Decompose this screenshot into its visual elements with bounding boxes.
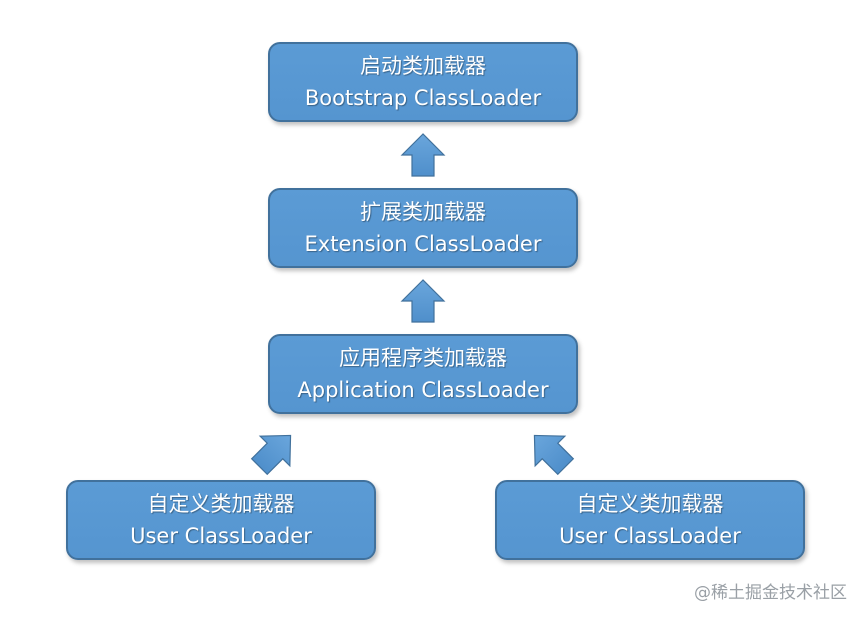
user-classloader-node-right: 自定义类加载器 User ClassLoader (495, 480, 805, 560)
user-left-node-subtitle: User ClassLoader (130, 524, 312, 548)
bootstrap-classloader-node: 启动类加载器 Bootstrap ClassLoader (268, 42, 578, 122)
arrow-user-left-to-application (250, 434, 292, 476)
user-classloader-node-left: 自定义类加载器 User ClassLoader (66, 480, 376, 560)
bootstrap-node-title: 启动类加载器 (360, 54, 486, 78)
extension-node-title: 扩展类加载器 (360, 200, 486, 224)
application-classloader-node: 应用程序类加载器 Application ClassLoader (268, 334, 578, 414)
bootstrap-node-subtitle: Bootstrap ClassLoader (304, 86, 542, 110)
user-left-node-title: 自定义类加载器 (147, 492, 295, 516)
arrow-extension-to-bootstrap (400, 133, 446, 177)
watermark: @稀土掘金技术社区 (694, 583, 847, 603)
extension-classloader-node: 扩展类加载器 Extension ClassLoader (268, 188, 578, 268)
user-right-node-subtitle: User ClassLoader (559, 524, 741, 548)
extension-node-subtitle: Extension ClassLoader (304, 232, 542, 256)
user-right-node-title: 自定义类加载器 (576, 492, 724, 516)
application-node-subtitle: Application ClassLoader (297, 378, 549, 402)
arrow-application-to-extension (400, 279, 446, 323)
arrow-user-right-to-application (533, 434, 575, 476)
application-node-title: 应用程序类加载器 (339, 346, 507, 370)
